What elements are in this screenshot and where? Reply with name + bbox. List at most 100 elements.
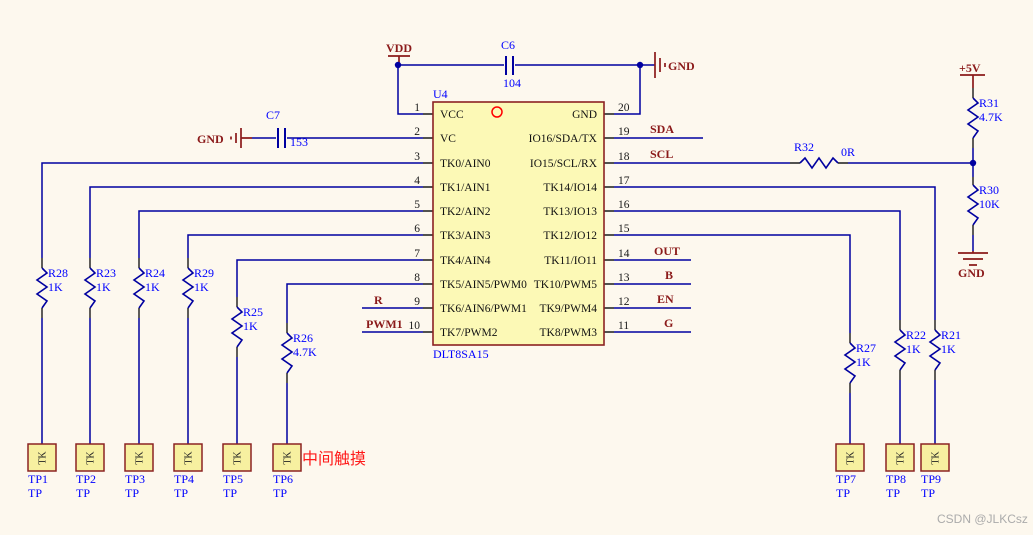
testpoint-tp2[interactable]: TK TP2 TP bbox=[75, 443, 105, 500]
pin-name: VCC bbox=[440, 109, 464, 121]
pin-name: TK3/AIN3 bbox=[440, 230, 491, 242]
res-ref: R22 bbox=[906, 328, 926, 342]
capacitor-c6[interactable] bbox=[505, 56, 514, 75]
net-label-plus5v: +5V bbox=[959, 61, 981, 75]
testpoint-ref: TP3 bbox=[125, 472, 145, 486]
res-value: 1K bbox=[48, 280, 63, 294]
testpoint-pad-label: TK bbox=[846, 451, 857, 465]
pin-number: 16 bbox=[618, 199, 630, 211]
gnd-symbol-left bbox=[230, 128, 252, 148]
net-label-pwm1: PWM1 bbox=[366, 317, 403, 331]
pin-name: VC bbox=[440, 133, 456, 145]
testpoint-pad-label: TK bbox=[233, 451, 244, 465]
resistor-r31[interactable] bbox=[967, 97, 979, 139]
pin-name: TK6/AIN6/PWM1 bbox=[440, 303, 527, 315]
testpoint-type: TP bbox=[76, 486, 90, 500]
pin-name: TK2/AIN2 bbox=[440, 206, 491, 218]
pin-number: 6 bbox=[414, 223, 420, 235]
resistor-r32[interactable] bbox=[799, 156, 839, 170]
resistor-r30[interactable] bbox=[967, 184, 979, 226]
testpoint-pad-label: TK bbox=[38, 451, 49, 465]
res-value: 1K bbox=[145, 280, 160, 294]
testpoint-pad-label: TK bbox=[86, 451, 97, 465]
junction-dot bbox=[394, 61, 402, 69]
testpoint-pad-label: TK bbox=[184, 451, 195, 465]
testpoint-tp1[interactable]: TK TP1 TP bbox=[27, 443, 57, 500]
testpoint-ref: TP5 bbox=[223, 472, 243, 486]
pin-name: TK1/AIN1 bbox=[440, 182, 491, 194]
annotation-middle-touch: 中间触摸 bbox=[302, 450, 366, 468]
pin-name: TK12/IO12 bbox=[543, 230, 597, 242]
res-ref: R27 bbox=[856, 341, 876, 355]
testpoint-tp6[interactable]: TK TP6 TP bbox=[272, 443, 302, 500]
res-value: 1K bbox=[194, 280, 209, 294]
pin-number: 13 bbox=[618, 272, 630, 284]
resistor-r25[interactable] bbox=[231, 306, 243, 348]
gnd-symbol-bottom-right bbox=[958, 251, 988, 266]
pin-name: GND bbox=[572, 109, 597, 121]
junction-dot bbox=[969, 159, 977, 167]
testpoint-tp4[interactable]: TK TP4 TP bbox=[173, 443, 203, 500]
pin-name: TK8/PWM3 bbox=[540, 327, 598, 339]
testpoint-ref: TP2 bbox=[76, 472, 96, 486]
pin-number: 2 bbox=[414, 126, 420, 138]
resistor-r23[interactable] bbox=[84, 267, 96, 309]
net-label-vdd: VDD bbox=[386, 41, 412, 55]
pin-number: 19 bbox=[618, 126, 630, 138]
ic-u4[interactable] bbox=[432, 101, 605, 346]
testpoint-type: TP bbox=[28, 486, 42, 500]
testpoint-tp5[interactable]: TK TP5 TP bbox=[222, 443, 252, 500]
resistor-r26[interactable] bbox=[281, 332, 293, 374]
net-label-gnd-top: GND bbox=[668, 59, 695, 73]
res-ref: R28 bbox=[48, 266, 68, 280]
resistor-r29[interactable] bbox=[182, 267, 194, 309]
testpoint-tp3[interactable]: TK TP3 TP bbox=[124, 443, 154, 500]
res-ref: R29 bbox=[194, 266, 214, 280]
res-value: 1K bbox=[906, 342, 921, 356]
res-ref: R23 bbox=[96, 266, 116, 280]
pin-number: 15 bbox=[618, 223, 630, 235]
testpoint-type: TP bbox=[273, 486, 287, 500]
resistor-r21[interactable] bbox=[929, 329, 941, 371]
testpoint-type: TP bbox=[174, 486, 188, 500]
pin-name: IO16/SDA/TX bbox=[529, 133, 598, 145]
res-value: 1K bbox=[96, 280, 111, 294]
res-value: 1K bbox=[243, 319, 258, 333]
testpoint-type: TP bbox=[886, 486, 900, 500]
pin-number: 17 bbox=[618, 175, 630, 187]
resistor-r24[interactable] bbox=[133, 267, 145, 309]
net-label-gnd-left: GND bbox=[197, 132, 224, 146]
testpoint-tp9[interactable]: TK TP9 TP bbox=[920, 443, 950, 500]
pin-name: TK9/PWM4 bbox=[540, 303, 598, 315]
net-label-gnd-bottom: GND bbox=[958, 266, 985, 280]
resistor-r22[interactable] bbox=[894, 329, 906, 371]
capacitor-c7[interactable] bbox=[277, 128, 286, 148]
net-label-en: EN bbox=[657, 292, 674, 306]
testpoint-ref: TP8 bbox=[886, 472, 906, 486]
pin-name: TK11/IO11 bbox=[544, 255, 597, 267]
testpoint-tp8[interactable]: TK TP8 TP bbox=[885, 443, 915, 500]
pin-number: 10 bbox=[409, 320, 421, 332]
testpoint-pad-label: TK bbox=[931, 451, 942, 465]
pin-number: 5 bbox=[414, 199, 420, 211]
testpoint-type: TP bbox=[921, 486, 935, 500]
pin-number: 20 bbox=[618, 102, 630, 114]
resistor-r28[interactable] bbox=[36, 267, 48, 309]
pin-leads bbox=[41, 88, 974, 393]
pin-number: 18 bbox=[618, 151, 630, 163]
testpoint-pad-label: TK bbox=[896, 451, 907, 465]
pin-name: TK7/PWM2 bbox=[440, 327, 498, 339]
pin-number: 8 bbox=[414, 272, 420, 284]
net-label-out: OUT bbox=[654, 244, 680, 258]
testpoint-tp7[interactable]: TK TP7 TP bbox=[835, 443, 865, 500]
testpoint-type: TP bbox=[223, 486, 237, 500]
pin-number: 11 bbox=[618, 320, 629, 332]
resistor-r27[interactable] bbox=[844, 342, 856, 384]
testpoint-type: TP bbox=[125, 486, 139, 500]
res-ref: R25 bbox=[243, 305, 263, 319]
junction-dot bbox=[636, 61, 644, 69]
testpoint-ref: TP6 bbox=[273, 472, 293, 486]
res-ref: R31 bbox=[979, 96, 999, 110]
res-value: 10K bbox=[979, 197, 1000, 211]
